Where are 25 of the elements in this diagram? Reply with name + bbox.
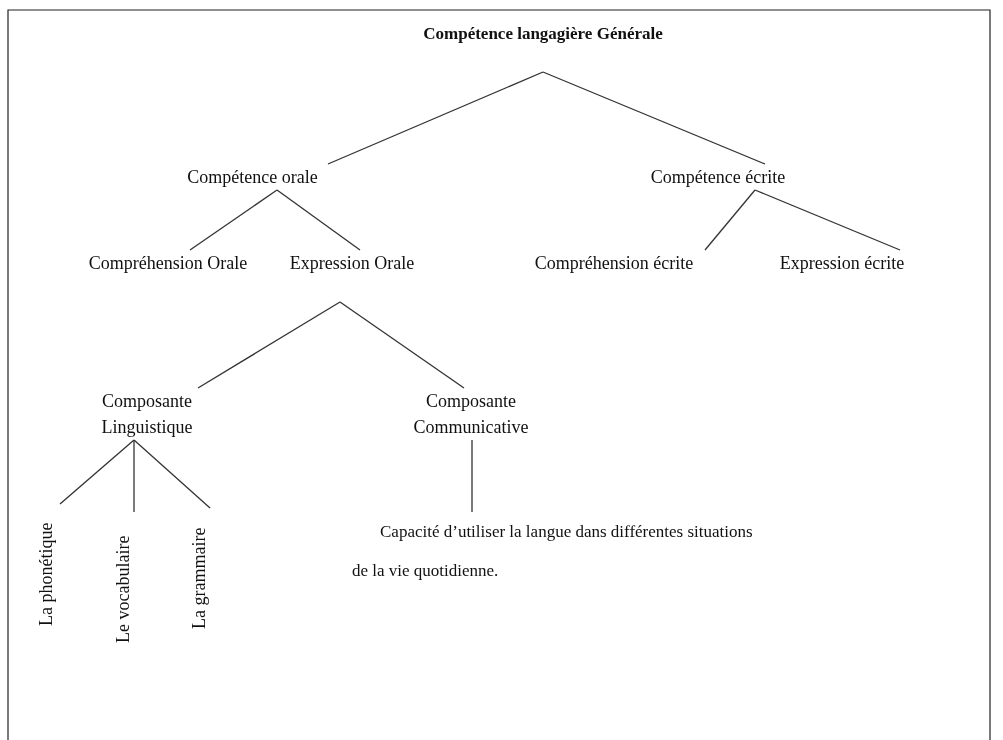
connector-line — [754, 189, 901, 251]
connector-line — [197, 301, 341, 389]
node-label: Compréhension écrite — [525, 250, 703, 302]
node-label: Composante Communicative — [380, 388, 562, 440]
connector-line — [542, 71, 766, 165]
description-text: Capacité d’utiliser la langue dans différentes situations de la vie quotidienne. — [352, 512, 772, 590]
connector-line — [327, 71, 544, 165]
connector-line — [189, 189, 278, 251]
vertical-label: Le vocabulaire — [112, 512, 136, 666]
connector-line — [59, 439, 135, 505]
node-label: Compréhension Orale — [80, 250, 256, 302]
connector-line — [339, 301, 465, 389]
node-label: Compétence orale — [155, 164, 350, 190]
node-label: Composante Linguistique — [76, 388, 218, 440]
connector-line — [133, 439, 135, 513]
connector-line — [704, 189, 756, 251]
node-label: Expression écrite — [776, 250, 908, 302]
vertical-label: La phonétique — [35, 504, 59, 644]
vertical-label: La grammaire — [188, 508, 212, 648]
connector-line — [276, 189, 361, 251]
connector-line — [471, 439, 473, 513]
node-label: Compétence écrite — [618, 164, 818, 190]
node-label: Expression Orale — [288, 250, 416, 302]
root-heading: Compétence langagière Générale — [405, 22, 681, 72]
connector-line — [133, 439, 211, 509]
